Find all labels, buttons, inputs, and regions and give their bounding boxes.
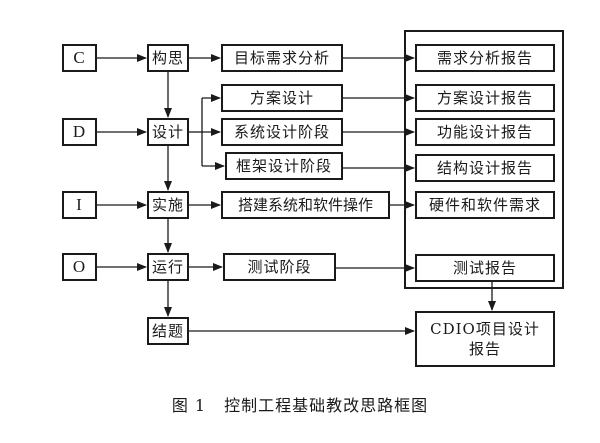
stage-close-box: 结题 xyxy=(147,317,189,345)
figure-caption: 图 1 控制工程基础教改思路框图 xyxy=(0,392,600,416)
phase-i-box: I xyxy=(62,191,97,219)
output-test-report: 测试报告 xyxy=(415,254,555,282)
figure-title: 控制工程基础教改思路框图 xyxy=(224,396,429,415)
activity-frame-design: 框架设计阶段 xyxy=(225,152,343,180)
output-structure-report: 结构设计报告 xyxy=(415,154,555,182)
reports-container xyxy=(404,30,564,289)
output-hw-sw-requirements: 硬件和软件需求 xyxy=(415,191,555,219)
final-cdio-report: CDIO项目设计 报告 xyxy=(415,311,555,367)
activity-system-design: 系统设计阶段 xyxy=(221,118,343,146)
stage-operate-box: 运行 xyxy=(147,253,189,281)
output-function-report: 功能设计报告 xyxy=(415,118,555,146)
stage-design-box: 设计 xyxy=(147,118,189,146)
activity-requirement-analysis: 目标需求分析 xyxy=(221,44,343,72)
figure-number: 图 1 xyxy=(171,396,207,415)
output-requirement-report: 需求分析报告 xyxy=(415,44,555,72)
activity-testing: 测试阶段 xyxy=(223,253,336,281)
phase-o-box: O xyxy=(62,253,97,281)
output-scheme-report: 方案设计报告 xyxy=(415,84,555,112)
stage-implement-box: 实施 xyxy=(147,191,189,219)
final-cdio-report-line1: CDIO项目设计 xyxy=(430,319,540,338)
activity-scheme-design: 方案设计 xyxy=(221,84,343,112)
phase-c-box: C xyxy=(62,44,97,72)
stage-conceive-box: 构思 xyxy=(147,44,189,72)
activity-build-system: 搭建系统和软件操作 xyxy=(221,191,390,219)
final-cdio-report-line2: 报告 xyxy=(468,340,501,358)
phase-d-box: D xyxy=(62,118,97,146)
